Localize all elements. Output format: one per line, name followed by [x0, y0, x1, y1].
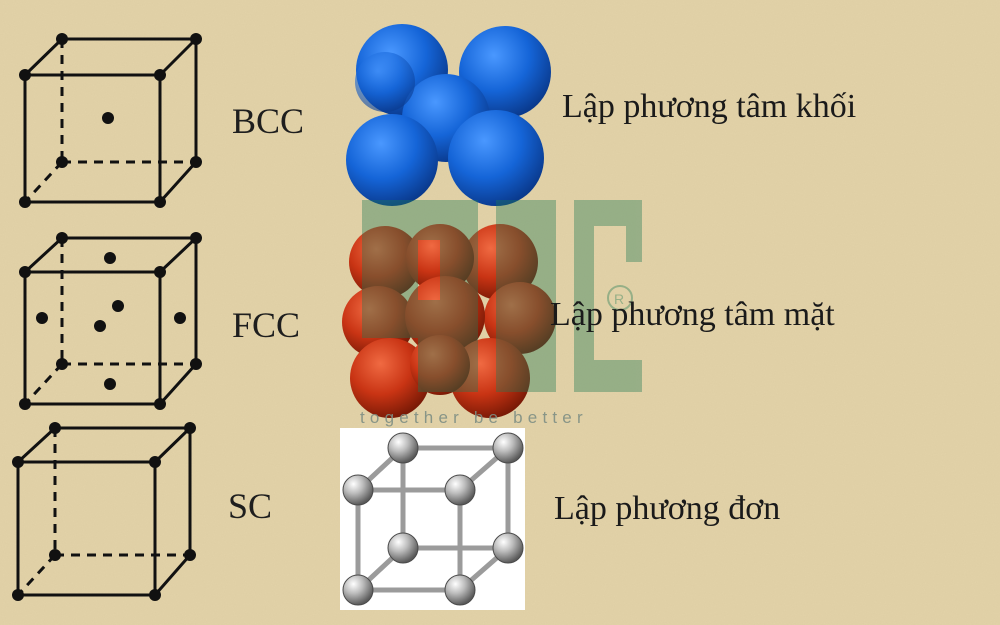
bcc-atom-dots: [19, 33, 202, 208]
sc-label: SC: [228, 486, 273, 526]
svg-text:R: R: [614, 291, 624, 307]
sc-name: Lập phương đơn: [554, 490, 781, 527]
bcc-name: Lập phương tâm khối: [562, 88, 857, 125]
fcc-sphere-model: [342, 224, 556, 418]
watermark-logo: R: [362, 200, 642, 392]
fcc-atom-dots: [19, 232, 202, 410]
fcc-name: Lập phương tâm mặt: [550, 296, 835, 333]
watermark-tagline: together be better: [360, 408, 588, 427]
sc-unit-cell-diagram: [16, 426, 192, 597]
bcc-sphere-model: [346, 24, 551, 206]
bcc-label: BCC: [232, 101, 305, 141]
sc-ball-stick-model: [340, 428, 525, 610]
sc-atom-dots: [12, 422, 196, 601]
fcc-label: FCC: [232, 305, 301, 345]
